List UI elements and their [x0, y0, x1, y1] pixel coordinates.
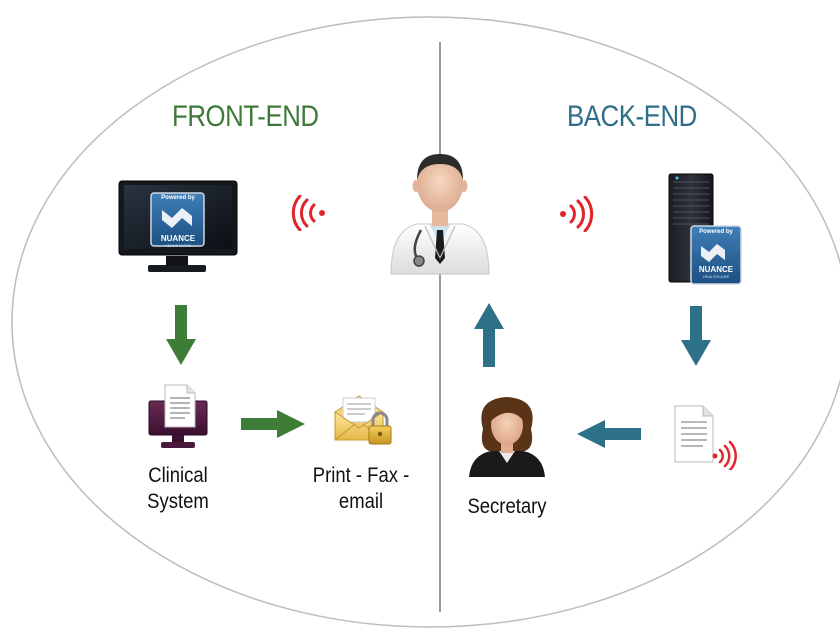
monitor-badge-powered: Powered by	[161, 195, 195, 201]
arrow-down-teal	[681, 306, 711, 366]
server-badge-powered: Powered by	[699, 229, 733, 235]
dictation-document-icon	[674, 405, 737, 470]
outer-ellipse	[11, 16, 840, 628]
print-fax-email-label-line1: Print - Fax -	[312, 464, 410, 487]
secretary-icon	[469, 397, 545, 477]
arrow-up-teal	[474, 303, 504, 367]
computer-document-icon	[148, 384, 208, 448]
arrow-down-green	[166, 305, 196, 365]
print-fax-email-label-line2: email	[338, 490, 384, 513]
monitor-icon	[118, 180, 238, 272]
signal-waves-icon	[291, 195, 325, 231]
monitor-badge-healthcare: HEALTHCARE	[164, 243, 192, 248]
server-badge-nuance: NUANCE	[698, 265, 734, 274]
clinical-system-label: Clinical System	[125, 463, 231, 515]
email-lock-icon	[334, 395, 392, 445]
signal-waves-icon	[560, 196, 594, 232]
arrow-right-green	[241, 410, 305, 438]
server-badge-healthcare: HEALTHCARE	[702, 274, 730, 279]
monitor-badge-nuance: NUANCE	[160, 234, 196, 243]
doctor-icon	[390, 154, 490, 275]
clinical-system-label-line1: Clinical	[148, 464, 208, 487]
back-end-title: BACK-END	[567, 100, 697, 133]
print-fax-email-label: Print - Fax - email	[304, 463, 418, 515]
clinical-system-label-line2: System	[147, 490, 209, 513]
secretary-label-line1: Secretary	[467, 495, 547, 518]
arrow-left-teal	[577, 420, 641, 448]
secretary-label: Secretary	[455, 494, 559, 520]
server-icon	[668, 173, 742, 285]
front-end-title: FRONT-END	[172, 100, 319, 133]
